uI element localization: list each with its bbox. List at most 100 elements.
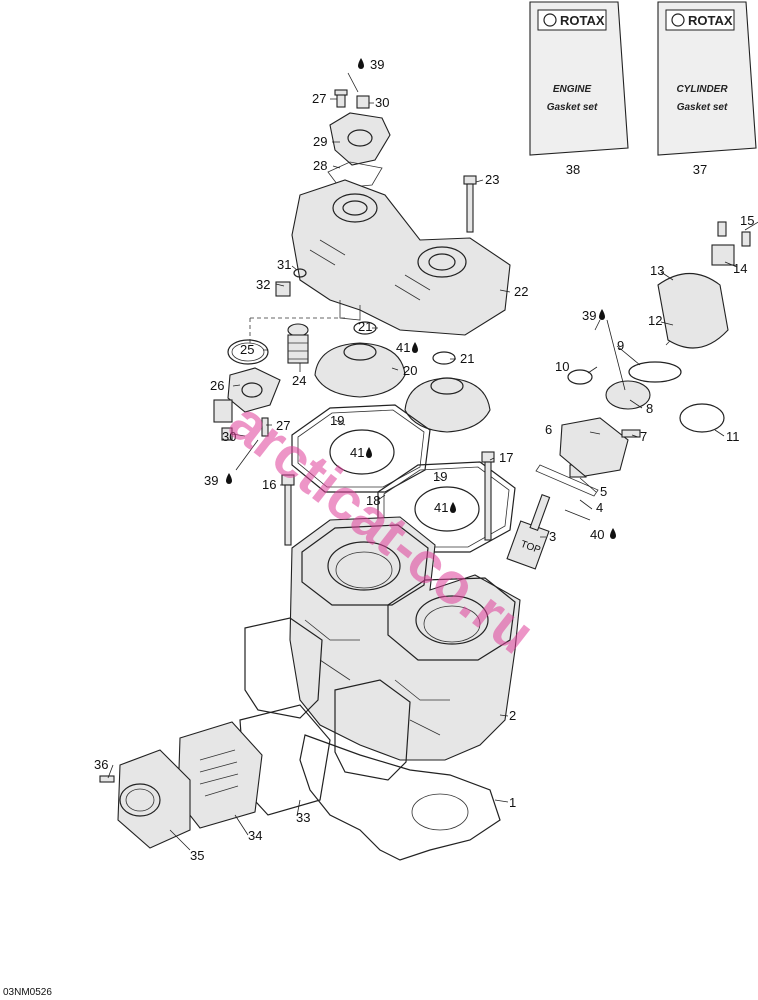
liquid-drop-icon [412, 342, 418, 353]
liquid-drop-icon [450, 502, 456, 513]
callout-39: 39 [370, 57, 384, 72]
head-bolt-23 [463, 175, 477, 233]
kit-title: CYLINDER [676, 84, 728, 95]
callout-4: 4 [596, 500, 603, 515]
combustion-chamber-domes [314, 321, 491, 433]
cylinder-block [289, 516, 521, 761]
figure-code: 03NM0526 [3, 987, 52, 998]
outlet-housing-part [329, 112, 391, 166]
callout-5: 5 [600, 484, 607, 499]
kit-subtitle: Gasket set [677, 102, 728, 113]
base-gasket-1 [299, 734, 501, 861]
callout-27: 27 [276, 418, 290, 433]
callout-8: 8 [646, 401, 653, 416]
callout-labels: 39 27 30 29 28 23 31 32 22 21 25 41 21 2… [94, 57, 754, 863]
callout-27: 27 [312, 91, 326, 106]
rotax-logo-icon [543, 13, 557, 27]
callout-41: 41 [396, 340, 410, 355]
thermostat-24 [287, 334, 309, 364]
screw-15 [717, 221, 727, 237]
callout-24: 24 [292, 373, 306, 388]
callout-35: 35 [190, 848, 204, 863]
callout-18: 18 [366, 493, 380, 508]
callout-30: 30 [222, 429, 236, 444]
water-outlet-assembly [327, 89, 391, 189]
callout-19: 19 [433, 469, 447, 484]
callout-1: 1 [509, 795, 516, 810]
callout-7: 7 [640, 429, 647, 444]
callout-26: 26 [210, 378, 224, 393]
callout-41: 41 [350, 445, 364, 460]
callout-22: 22 [514, 284, 528, 299]
plug-32 [275, 268, 307, 297]
callout-39: 39 [582, 308, 596, 323]
cylinder-bolts [281, 451, 495, 546]
callout-2: 2 [509, 708, 516, 723]
callout-13: 13 [650, 263, 664, 278]
callout-31: 31 [277, 257, 291, 272]
callout-25: 25 [240, 342, 254, 357]
cylinder-head [291, 179, 511, 336]
cap-14 [711, 244, 735, 266]
callout-3: 3 [549, 529, 556, 544]
thermostat-assembly [213, 323, 309, 441]
cylinder-gasket-kit: ROTAX CYLINDER Gasket set 37 [657, 1, 757, 177]
callout-29: 29 [313, 134, 327, 149]
o-ring-25 [227, 339, 269, 365]
bolt-7 [621, 429, 641, 438]
kit-brand: ROTAX [688, 13, 733, 28]
callout-36: 36 [94, 757, 108, 772]
reed-valve-34 [177, 721, 263, 829]
reed-block-gasket [244, 617, 323, 719]
piston-8 [605, 380, 651, 410]
kit-brand: ROTAX [560, 13, 605, 28]
callout-16: 16 [262, 477, 276, 492]
valve-cover-13 [657, 273, 729, 349]
intake-assembly [99, 617, 411, 849]
valve-housing-6 [559, 417, 629, 477]
callout-21: 21 [460, 351, 474, 366]
callout-39: 39 [204, 473, 218, 488]
diaphragm-9 [628, 361, 682, 383]
callout-11: 11 [726, 429, 740, 444]
callout-14: 14 [733, 261, 747, 276]
callout-20: 20 [403, 363, 417, 378]
exhaust-valve-assembly: TOP [506, 221, 751, 570]
liquid-drop-icon [610, 528, 616, 539]
callout-23: 23 [485, 172, 499, 187]
callout-12: 12 [648, 313, 662, 328]
callout-37: 37 [693, 162, 707, 177]
callout-10: 10 [555, 359, 569, 374]
callout-38: 38 [566, 162, 580, 177]
callout-15: 15 [740, 213, 754, 228]
engine-gasket-kit: ROTAX ENGINE Gasket set 38 [529, 1, 629, 177]
callout-17: 17 [499, 450, 513, 465]
callout-21: 21 [358, 319, 372, 334]
callout-34: 34 [248, 828, 262, 843]
bolt-27 [261, 417, 269, 437]
liquid-drop-icon [599, 309, 605, 320]
o-ring-11 [679, 403, 725, 433]
gasket-4 [535, 464, 599, 497]
kit-title: ENGINE [553, 84, 592, 95]
callout-30: 30 [375, 95, 389, 110]
liquid-drop-icon [358, 58, 364, 69]
liquid-drop-icon [226, 473, 232, 484]
liquid-drop-icon [366, 447, 372, 458]
bolt-36 [99, 775, 115, 783]
callout-9: 9 [617, 338, 624, 353]
kit-subtitle: Gasket set [547, 102, 598, 113]
callout-33: 33 [296, 810, 310, 825]
o-ring-10 [567, 369, 593, 385]
callout-28: 28 [313, 158, 327, 173]
callout-32: 32 [256, 277, 270, 292]
callout-41: 41 [434, 500, 448, 515]
callout-6: 6 [545, 422, 552, 437]
o-ring-21 [432, 351, 456, 365]
plug-part [356, 95, 370, 109]
callout-40: 40 [590, 527, 604, 542]
callout-19: 19 [330, 413, 344, 428]
thermostat-housing-26 [227, 367, 281, 413]
rotax-logo-icon [671, 13, 685, 27]
